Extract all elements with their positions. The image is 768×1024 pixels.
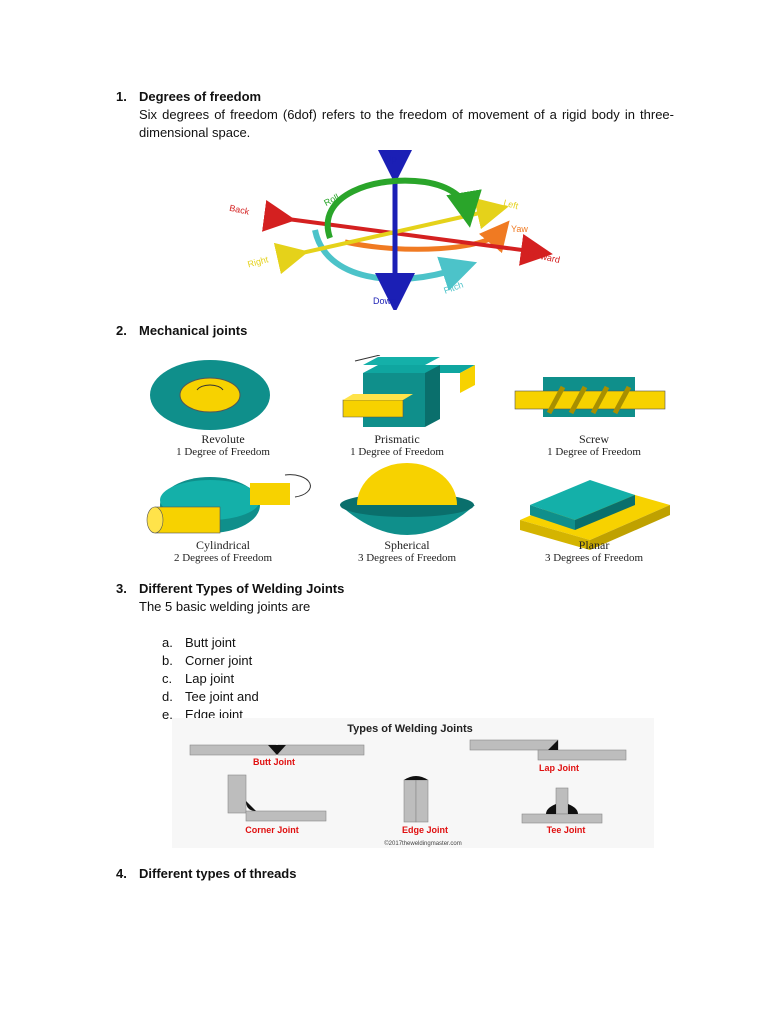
section-2-number: 2. — [116, 323, 127, 338]
section-3-intro: The 5 basic welding joints are — [139, 599, 311, 614]
section-3-number: 3. — [116, 581, 127, 596]
prismatic-dof: 1 Degree of Freedom — [350, 446, 444, 458]
butt-label: Butt Joint — [253, 757, 295, 767]
section-4-title: Different types of threads — [139, 866, 297, 881]
spherical-name: Spherical — [384, 538, 430, 552]
yaw-arrow — [344, 220, 510, 254]
label-yaw: Yaw — [511, 224, 528, 234]
screw-name: Screw — [579, 432, 609, 446]
list-item: a.Butt joint — [162, 635, 236, 650]
screw-dof: 1 Degree of Freedom — [547, 446, 641, 458]
label-forward: Forward — [527, 248, 561, 265]
label-right: Right — [246, 254, 269, 269]
revolute-name: Revolute — [201, 432, 244, 446]
planar-dof: 3 Degrees of Freedom — [545, 552, 643, 564]
list-item: b.Corner joint — [162, 653, 253, 668]
spherical-joint — [340, 463, 475, 535]
tee-joint — [521, 787, 603, 824]
section-4-number: 4. — [116, 866, 127, 881]
label-left: Left — [502, 198, 520, 212]
cylindrical-name: Cylindrical — [196, 538, 251, 552]
lap-label: Lap Joint — [539, 763, 579, 773]
mechanical-joints-diagram: Revolute 1 Degree of Freedom Prismatic 1… — [146, 355, 670, 564]
edge-joint — [403, 776, 429, 823]
screw-joint — [514, 377, 666, 417]
welding-joint-list: a.Butt joint b.Corner joint c.Lap joint … — [162, 634, 362, 724]
welding-credit: ©2017theweldingmaster.com — [384, 840, 461, 847]
label-down: Down — [373, 296, 396, 306]
corner-label: Corner Joint — [245, 825, 299, 835]
cylindrical-joint — [146, 474, 311, 534]
section-3-title: Different Types of Welding Joints — [139, 581, 345, 596]
section-1-number: 1. — [116, 89, 127, 104]
cylindrical-dof: 2 Degrees of Freedom — [174, 552, 272, 564]
section-1-title: Degrees of freedom — [139, 89, 262, 104]
lap-joint — [469, 739, 627, 761]
edge-label: Edge Joint — [402, 825, 448, 835]
butt-joint — [189, 744, 365, 756]
planar-joint — [520, 480, 670, 550]
roll-arrow — [324, 177, 482, 239]
label-back: Back — [229, 203, 251, 217]
spherical-dof: 3 Degrees of Freedom — [358, 552, 456, 564]
welding-joints-diagram: Types of Welding Joints Butt Joint Lap J… — [172, 718, 654, 848]
planar-name: Planar — [579, 538, 610, 552]
label-up: Up — [385, 154, 397, 164]
list-item: c.Lap joint — [162, 671, 235, 686]
dof-diagram: Up Down Back Forward Left Right Roll Yaw… — [229, 150, 561, 310]
prismatic-name: Prismatic — [374, 432, 419, 446]
revolute-dof: 1 Degree of Freedom — [176, 446, 270, 458]
corner-joint — [227, 774, 327, 822]
tee-label: Tee Joint — [547, 825, 586, 835]
prismatic-joint — [342, 355, 475, 427]
welding-title: Types of Welding Joints — [347, 723, 473, 735]
list-item: d.Tee joint and — [162, 689, 259, 704]
label-pitch: Pitch — [442, 279, 464, 295]
section-2-title: Mechanical joints — [139, 323, 248, 338]
section-1-paragraph: Six degrees of freedom (6dof) refers to … — [139, 107, 674, 140]
revolute-joint — [150, 360, 270, 430]
